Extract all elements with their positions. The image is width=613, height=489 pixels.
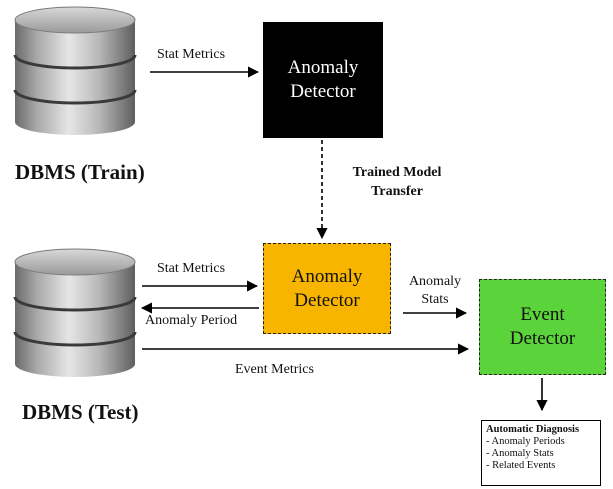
event-detector-box: Event Detector [479, 279, 606, 375]
diagnosis-item: - Related Events [486, 460, 556, 471]
diagnosis-item: - Anomaly Periods [486, 436, 565, 447]
dbms-test-label: DBMS (Test) [22, 400, 139, 424]
transfer-line1: Trained Model [352, 165, 442, 180]
anomaly-stats-line1: Anomaly [408, 274, 462, 289]
event-detector-line2: Detector [509, 328, 576, 349]
train-detector-line1: Anomaly [287, 57, 359, 78]
automatic-diagnosis-box: Automatic Diagnosis - Anomaly Periods - … [481, 420, 601, 486]
train-anomaly-detector-box: Anomaly Detector [263, 22, 383, 138]
trained-model-transfer-label: Trained Model Transfer [332, 163, 462, 201]
test-detector-line2: Detector [294, 289, 360, 311]
test-detector-line1: Anomaly [291, 265, 363, 287]
anomaly-stats-label: Anomaly Stats [400, 273, 470, 309]
event-detector-line1: Event [520, 304, 565, 325]
event-metrics-label: Event Metrics [235, 362, 314, 377]
anomaly-period-label: Anomaly Period [145, 313, 238, 328]
test-stat-metrics-label: Stat Metrics [157, 261, 226, 276]
transfer-line2: Transfer [371, 184, 423, 199]
train-stat-metrics-label: Stat Metrics [157, 47, 226, 62]
diagnosis-title: Automatic Diagnosis [486, 424, 580, 435]
train-detector-line2: Detector [290, 81, 356, 102]
database-cylinder-icon [13, 248, 137, 377]
test-anomaly-detector-box: Anomaly Detector [263, 243, 391, 334]
dbms-train-label: DBMS (Train) [15, 160, 145, 184]
database-cylinder-icon [13, 6, 137, 135]
diagnosis-item: - Anomaly Stats [486, 448, 554, 459]
anomaly-stats-line2: Stats [421, 292, 449, 307]
